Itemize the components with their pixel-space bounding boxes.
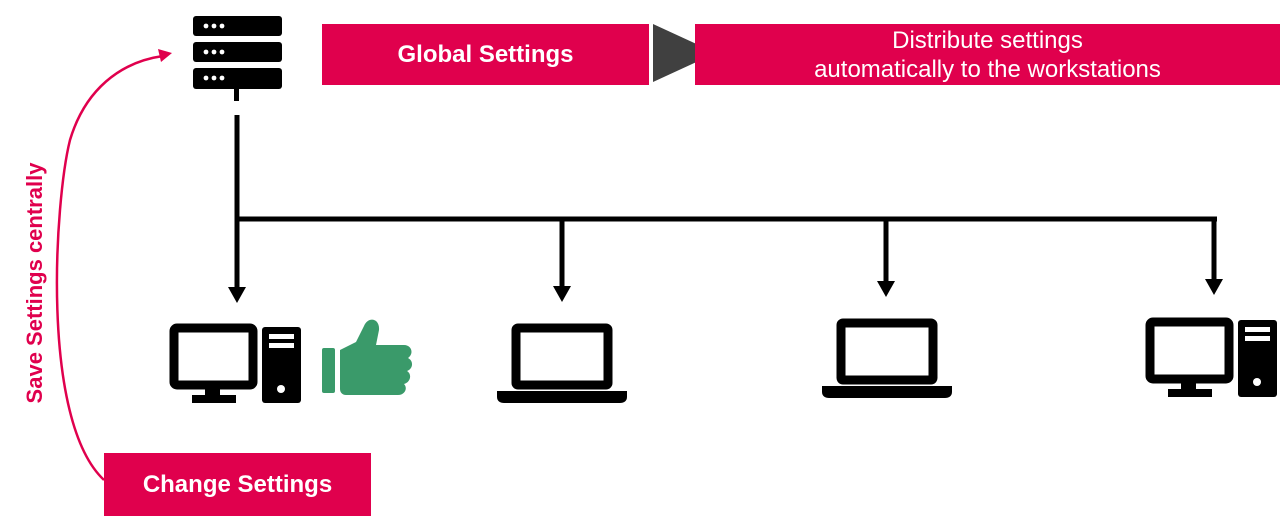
- change-settings-label: Change Settings: [142, 470, 333, 498]
- distribute-label-line2: automatically to the workstations: [814, 55, 1161, 83]
- global-settings-box: Global Settings: [322, 24, 649, 85]
- change-settings-box: Change Settings: [104, 453, 371, 516]
- laptop-icon: [497, 323, 627, 403]
- desktop-computer-icon: [1145, 317, 1277, 397]
- thumbs-up-icon: [322, 319, 413, 395]
- network-lines: [234, 115, 1217, 290]
- global-settings-label: Global Settings: [397, 40, 574, 68]
- distribute-settings-box: Distribute settings automatically to the…: [695, 24, 1280, 85]
- save-settings-centrally-label: Save Settings centrally: [22, 162, 47, 404]
- feedback-curve-arrow: [55, 49, 172, 481]
- play-arrow-icon: [653, 24, 716, 82]
- server-icon: [193, 16, 282, 101]
- desktop-computer-icon: [169, 323, 301, 403]
- arrowheads: [228, 279, 1223, 303]
- laptop-icon: [822, 318, 952, 398]
- distribute-label-line1: Distribute settings: [892, 26, 1083, 54]
